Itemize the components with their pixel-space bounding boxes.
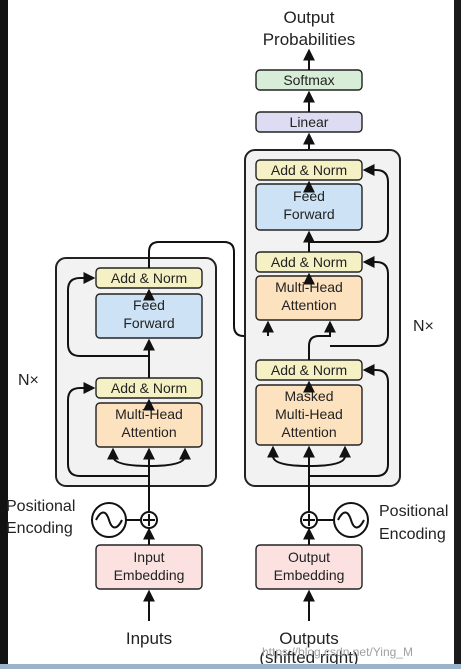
dec-residual-2 — [330, 256, 389, 347]
softmax-label: Softmax — [283, 72, 334, 88]
bottom-window-bar — [0, 664, 461, 669]
input-embedding-label-1: Input — [133, 549, 164, 565]
encoder-add-norm-bottom-label: Add & Norm — [111, 380, 187, 396]
enc-wire-mha-right — [148, 447, 191, 467]
encoder-add-norm-top-label: Add & Norm — [111, 270, 187, 286]
encoder-mha-label-1: Multi-Head — [115, 406, 183, 422]
right-dark-frame — [454, 0, 461, 669]
enc-wire-mha-left — [107, 447, 150, 467]
decoder-add-norm-mid-label: Add & Norm — [271, 254, 347, 270]
encoder-plus-sign — [143, 514, 155, 526]
decoder-mmha-label-1: Masked — [284, 388, 333, 404]
enc-residual-2 — [67, 272, 149, 357]
encoder-nx-label: N× — [18, 372, 39, 389]
inputs-label: Inputs — [126, 629, 172, 648]
encoder-mha-label-2: Attention — [121, 424, 176, 440]
decoder-sine-wave — [337, 511, 365, 529]
decoder-mha-label-1: Multi-Head — [275, 279, 343, 295]
outputs-label-1: Outputs — [279, 629, 339, 648]
encoder-ff-label-1: Feed — [133, 297, 165, 313]
decoder-positional-label-2: Encoding — [379, 526, 446, 543]
encoder-positional-label-1: Positional — [6, 498, 75, 515]
decoder-mmha-label-3: Attention — [281, 424, 336, 440]
outputs-label-2: (shifted right) — [259, 648, 358, 667]
dec-wire-mmha-right — [308, 445, 351, 467]
linear-label: Linear — [290, 114, 329, 130]
dec-residual-3 — [309, 164, 389, 243]
dec-wire-addnorm-to-mha — [308, 320, 336, 360]
encoder-sine-wave — [95, 511, 123, 529]
watermark-text: https://blog.csdn.net/Ying_M — [262, 645, 413, 659]
decoder-mha-label-2: Attention — [281, 297, 336, 313]
enc-residual-1 — [67, 382, 149, 477]
decoder-nx-label: N× — [413, 318, 434, 335]
encoder-positional-label-2: Encoding — [6, 520, 73, 537]
enc-to-dec-wire — [148, 241, 294, 337]
output-embedding-label-2: Embedding — [274, 567, 345, 583]
dec-wire-mmha-left — [267, 445, 310, 467]
input-embedding-label-2: Embedding — [114, 567, 185, 583]
decoder-mmha-label-2: Multi-Head — [275, 406, 343, 422]
output-embedding-label-1: Output — [288, 549, 330, 565]
encoder-ff-label-2: Forward — [123, 315, 174, 331]
output-probabilities-label-line1: Output — [283, 8, 334, 27]
encoder-stack — [55, 257, 217, 487]
decoder-add-norm-bottom-label: Add & Norm — [271, 362, 347, 378]
dec-residual-1 — [309, 364, 389, 477]
decoder-ff-label-2: Forward — [283, 206, 334, 222]
decoder-plus-sign — [303, 514, 315, 526]
output-probabilities-label-line2: Probabilities — [263, 30, 356, 49]
left-dark-frame — [0, 0, 8, 669]
decoder-ff-label-1: Feed — [293, 188, 325, 204]
decoder-positional-label-1: Positional — [379, 503, 448, 520]
decoder-add-norm-top-label: Add & Norm — [271, 162, 347, 178]
decoder-add-norm-top — [255, 159, 363, 181]
